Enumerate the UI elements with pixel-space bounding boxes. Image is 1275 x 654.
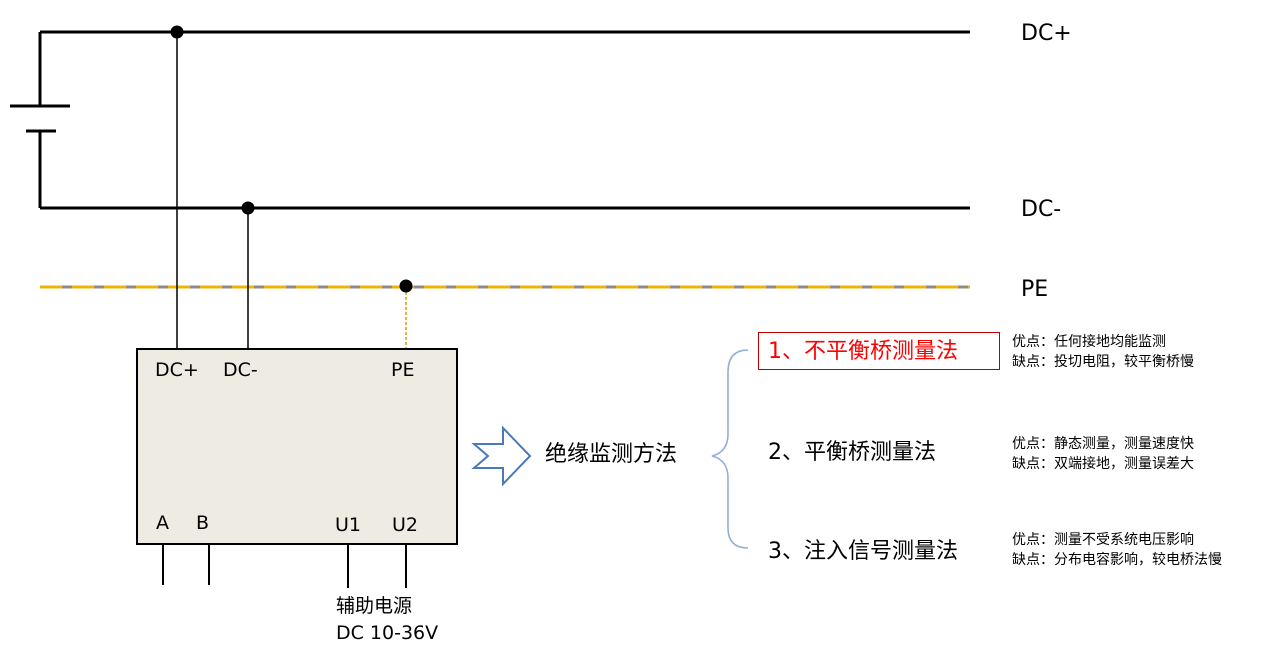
device-terminal-dc-minus: DC-: [223, 359, 258, 381]
device-terminal-pe: PE: [391, 359, 415, 381]
dc-plus-junction-dot: [170, 25, 184, 39]
dc-minus-bus-label: DC-: [1021, 197, 1062, 222]
method-3-pros: 优点：测量不受系统电压影响: [1012, 532, 1194, 548]
dc-plus-bus-label: DC+: [1021, 21, 1072, 46]
device-terminal-u2: U2: [392, 514, 418, 536]
device-terminal-u1: U1: [335, 514, 361, 536]
method-1-cons: 缺点：投切电阻，较平衡桥慢: [1012, 354, 1194, 370]
method-2-pros: 优点：静态测量，测量速度快: [1012, 436, 1194, 452]
highlight-box: [758, 332, 1000, 370]
hollow-right-arrow-icon: [471, 425, 532, 487]
monitor-device-box: [136, 348, 458, 545]
device-terminal-a: A: [156, 512, 169, 534]
device-terminal-dc-plus: DC+: [155, 359, 199, 381]
pe-junction-dot: [399, 279, 413, 293]
aux-power-range: DC 10-36V: [336, 622, 439, 644]
pe-bus-label: PE: [1021, 277, 1049, 302]
device-terminal-b: B: [196, 512, 210, 534]
method-1-label: 1、不平衡桥测量法: [768, 339, 958, 364]
method-2-label: 2、平衡桥测量法: [768, 440, 936, 465]
method-1-pros: 优点：任何接地均能监测: [1012, 334, 1166, 350]
method-3-cons: 缺点：分布电容影响，较电桥法慢: [1012, 552, 1222, 568]
brace-icon: [711, 349, 749, 549]
method-2-cons: 缺点：双端接地，测量误差大: [1012, 456, 1194, 472]
dc-minus-junction-dot: [241, 201, 255, 215]
method-3-label: 3、注入信号测量法: [768, 539, 958, 564]
insulation-monitoring-methods-label: 绝缘监测方法: [545, 442, 678, 467]
aux-power-title: 辅助电源: [336, 595, 413, 617]
